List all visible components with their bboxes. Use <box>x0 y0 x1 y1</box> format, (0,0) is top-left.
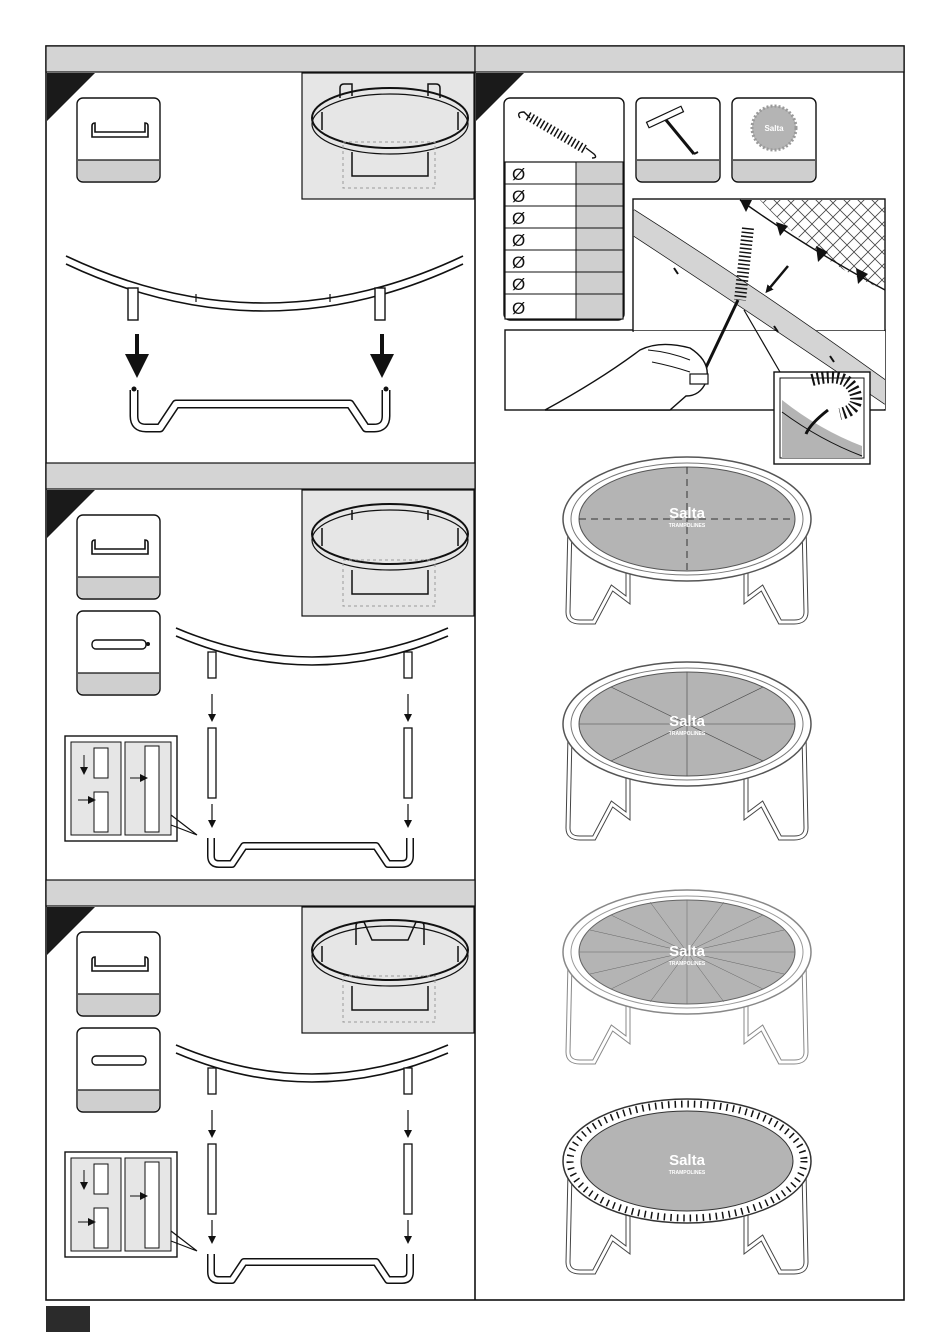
frame-overview-inset <box>302 907 474 1033</box>
trampoline-mat-step-2: Salta TRAMPOLINES <box>563 662 811 838</box>
w-leg-part-icon <box>77 98 160 182</box>
panel-header-bar <box>46 880 475 906</box>
mat-logo-text: Salta <box>669 1152 706 1169</box>
w-leg-part-icon <box>77 515 160 599</box>
mat-logo-subtext: TRAMPOLINES <box>669 731 706 737</box>
step-panel-leg-assembly-2 <box>46 463 475 864</box>
frame-overview-inset <box>302 73 474 199</box>
connector-detail-inset <box>65 736 197 841</box>
mat-logo-text: Salta <box>669 713 706 730</box>
diameter-symbol: Ø <box>512 165 525 184</box>
mat-logo-text: Salta <box>764 124 784 133</box>
trampoline-mat-step-1: Salta TRAMPOLINES <box>563 457 811 622</box>
frame-overview-inset <box>302 490 474 616</box>
step-panel-leg-assembly-3 <box>46 880 475 1280</box>
mat-logo-subtext: TRAMPOLINES <box>669 1170 706 1176</box>
diameter-symbol: Ø <box>512 299 525 318</box>
connector-tube-part-icon <box>77 611 160 695</box>
mat-logo-subtext: TRAMPOLINES <box>669 961 706 967</box>
spring-hook-zoom-inset <box>774 372 870 464</box>
diameter-symbol: Ø <box>512 253 525 272</box>
diameter-symbol: Ø <box>512 187 525 206</box>
panel-header-bar <box>475 46 904 72</box>
diameter-symbol: Ø <box>512 275 525 294</box>
trampoline-mat-step-4: Salta TRAMPOLINES <box>563 1099 811 1272</box>
step-panel-leg-assembly-1 <box>46 46 475 428</box>
mat-logo-text: Salta <box>669 943 706 960</box>
spring-size-table: Ø Ø Ø Ø Ø Ø Ø <box>505 162 623 319</box>
trampoline-mat-step-3: Salta TRAMPOLINES <box>563 890 811 1062</box>
spring-puller-tool-icon <box>636 98 720 182</box>
connector-detail-inset <box>65 1152 197 1257</box>
step-panel-spring-and-mat: Ø Ø Ø Ø Ø Ø Ø Salta <box>475 46 904 1272</box>
mat-logo-subtext: TRAMPOLINES <box>669 523 706 529</box>
panel-header-bar <box>46 463 475 489</box>
jump-mat-icon: Salta <box>732 98 816 182</box>
w-leg-part-icon <box>77 932 160 1016</box>
mat-logo-text: Salta <box>669 505 706 522</box>
diameter-symbol: Ø <box>512 231 525 250</box>
straight-tube-part-icon <box>77 1028 160 1112</box>
page-number-block <box>46 1306 90 1332</box>
panel-header-bar <box>46 46 475 72</box>
diameter-symbol: Ø <box>512 209 525 228</box>
